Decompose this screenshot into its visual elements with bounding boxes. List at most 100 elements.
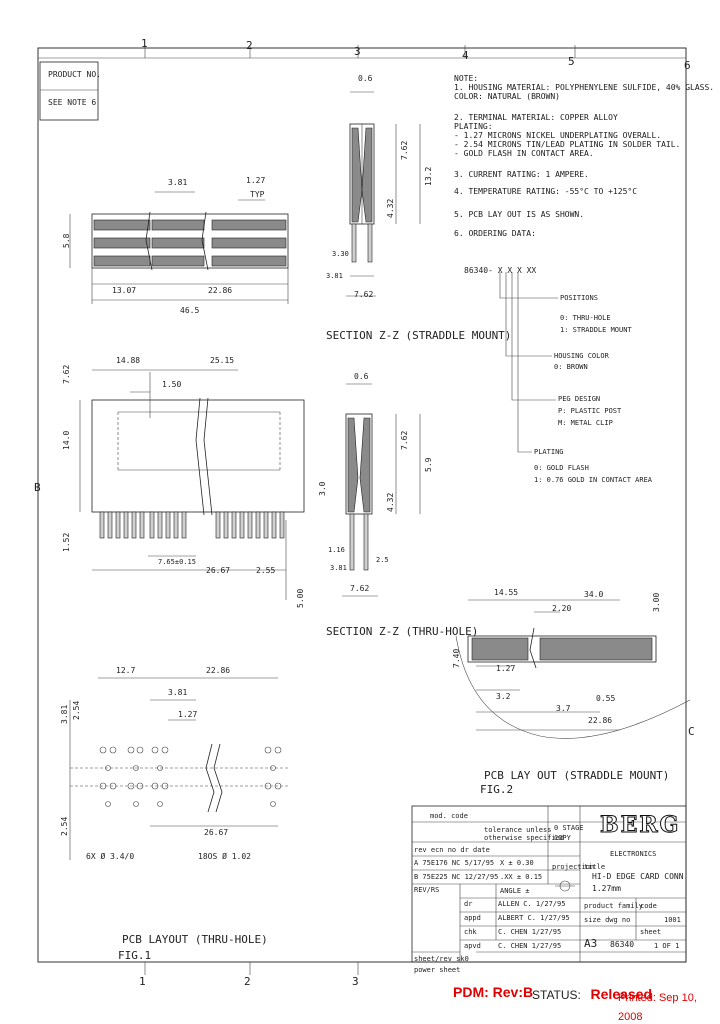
dim-label: 2.54 xyxy=(72,700,81,720)
grid-label-bottom: 3 xyxy=(352,975,359,988)
pdm-footer: PDM: Rev:B xyxy=(453,982,533,1001)
ordering-plating-2: 1: 0.76 GOLD IN CONTACT AREA xyxy=(534,476,653,484)
thru-hole-pads xyxy=(99,746,282,807)
dim-label: 22.86 xyxy=(588,716,613,725)
grid-label-side: C xyxy=(688,725,695,738)
tb-tol-a: X ± 0.30 xyxy=(500,859,534,867)
tb-scale: 0 STAGE xyxy=(554,824,584,832)
dim-label: 7.62 xyxy=(62,364,71,384)
dim-label: 25.15 xyxy=(210,356,235,365)
pcb-thru-title: PCB LAYOUT (THRU-HOLE) xyxy=(122,933,268,946)
dim-label: 3.81 xyxy=(60,704,69,724)
top-view-pins xyxy=(93,219,287,267)
tb-appd-val: ALBERT C. 1/27/95 xyxy=(498,914,570,922)
ordering-housing-color-1: 0: BROWN xyxy=(554,363,588,371)
printed-date: Printed: Sep 10, 2008 xyxy=(618,992,697,1023)
pcb-straddle-fig: FIG.2 xyxy=(480,783,514,796)
front-view-pins xyxy=(99,511,285,539)
section-thru-title: SECTION Z-Z (THRU-HOLE) xyxy=(326,625,479,638)
tb-tol-c: ANGLE ± xyxy=(500,887,530,895)
ordering-mount-1: 0: THRU-HOLE xyxy=(560,314,611,322)
tb-size-dwg: size dwg no xyxy=(584,916,631,924)
note-line: - 2.54 MICRONS TIN/LEAD PLATING IN SOLDE… xyxy=(454,140,681,149)
ordering-housing-color: HOUSING COLOR xyxy=(554,352,609,360)
dim-label: 7.62 xyxy=(400,140,409,160)
ordering-peg-2: M: METAL CLIP xyxy=(558,419,613,427)
ordering-peg-1: P: PLASTIC POST xyxy=(558,407,622,415)
straddle-pads xyxy=(471,637,653,661)
dim-label: 4.32 xyxy=(386,198,395,218)
dim-label: 13.2 xyxy=(424,166,433,186)
tb-title-1: HI-D EDGE CARD CONN. xyxy=(592,872,689,881)
tb-rev-header: rev ecn no dr date xyxy=(414,846,490,854)
printed-footer: Printed: Sep 10, 2008 xyxy=(618,986,720,1024)
tb-copy: COPY xyxy=(554,834,571,842)
tb-dwg-no: 86340 xyxy=(610,940,635,949)
tb-appd: appd xyxy=(464,914,481,922)
dim-label: 5.8 xyxy=(62,233,71,248)
berg-logo: BERG xyxy=(599,812,681,839)
note-line: PLATING: xyxy=(454,122,493,131)
dim-label: 1.27 xyxy=(178,710,198,719)
dim-label: 2.20 xyxy=(552,604,572,613)
tb-chk-val: C. CHEN 1/27/95 xyxy=(498,928,562,936)
dim-label: 3.7 xyxy=(556,704,571,713)
note-line: - 1.27 MICRONS NICKEL UNDERPLATING OVERA… xyxy=(454,131,662,140)
dim-label: 22.86 xyxy=(206,666,231,675)
dim-label: 2.5 xyxy=(376,556,389,564)
note-line: 3. CURRENT RATING: 1 AMPERE. xyxy=(454,170,589,179)
note-line: NOTE: xyxy=(454,74,479,83)
tb-dr-val: ALLEN C. 1/27/95 xyxy=(498,900,566,908)
ordering-mount-2: 1: STRADDLE MOUNT xyxy=(560,326,632,334)
tb-rev-b: B 75E225 NC 12/27/95 xyxy=(414,873,499,881)
tb-projection: projection xyxy=(552,863,595,871)
dim-label: 0.6 xyxy=(354,372,369,381)
dim-label: 7.65±0.15 xyxy=(158,558,196,566)
pcb-straddle-title: PCB LAY OUT (STRADDLE MOUNT) xyxy=(484,769,670,782)
tb-title-2: 1.27mm xyxy=(592,884,621,893)
dim-label: 0.6 xyxy=(358,74,373,83)
tb-mod-code: mod. code xyxy=(430,812,468,820)
dim-label: 1.50 xyxy=(162,380,182,389)
dim-label: 7.62 xyxy=(400,430,409,450)
note-line: 6. ORDERING DATA: xyxy=(454,229,536,238)
hole-callout: 6X Ø 3.4/0 xyxy=(86,852,135,861)
dim-label: 14.55 xyxy=(494,588,519,597)
note-line: 2. TERMINAL MATERIAL: COPPER ALLOY xyxy=(454,113,618,122)
grid-label-top: 1 xyxy=(141,37,148,50)
grid-label-top: 4 xyxy=(462,49,469,62)
tb-sheet: sheet xyxy=(640,928,662,936)
grid-label-side: B xyxy=(34,481,41,494)
note-line: COLOR: NATURAL (BROWN) xyxy=(454,92,560,101)
dim-label: 3.2 xyxy=(496,692,511,701)
tb-tol2: otherwise specified xyxy=(484,834,565,842)
dim-label: 34.0 xyxy=(584,590,604,599)
dim-label: 3.00 xyxy=(652,592,661,612)
berg-logo-sub: ELECTRONICS xyxy=(610,850,657,858)
hole-callout: 18OS Ø 1.02 xyxy=(198,852,251,861)
dim-label: 7.40 xyxy=(452,648,461,668)
grid-label-top: 6 xyxy=(684,59,691,72)
dim-label: 5.9 xyxy=(424,457,433,472)
dim-label: 14.88 xyxy=(116,356,141,365)
product-no-label: PRODUCT NO. xyxy=(48,70,101,79)
dim-label: 1.16 xyxy=(328,546,345,554)
ordering-code: 86340- X X X XX xyxy=(464,266,537,275)
dim-label: 7.62 xyxy=(354,290,374,299)
dim-label: 22.86 xyxy=(208,286,233,295)
note-line: 1. HOUSING MATERIAL: POLYPHENYLENE SULFI… xyxy=(454,83,715,92)
tb-sheet-val: 1 OF 1 xyxy=(654,942,680,950)
tb-dr: dr xyxy=(464,900,473,908)
dim-label: 26.67 xyxy=(204,828,229,837)
dim-label: 12.7 xyxy=(116,666,136,675)
ordering-plating: PLATING xyxy=(534,448,564,456)
status-value: Released xyxy=(590,986,653,1002)
pdm-revision: PDM: Rev:B xyxy=(453,984,534,1000)
tb-rev-a: A 75E176 NC 5/17/95 xyxy=(414,859,495,867)
dim-label: 3.81 xyxy=(330,564,347,572)
grid-label-bottom: 2 xyxy=(244,975,251,988)
section-straddle-title: SECTION Z-Z (STRADDLE MOUNT) xyxy=(326,329,512,342)
dim-label: TYP xyxy=(250,190,265,199)
dim-label: 3.81 xyxy=(168,178,188,187)
